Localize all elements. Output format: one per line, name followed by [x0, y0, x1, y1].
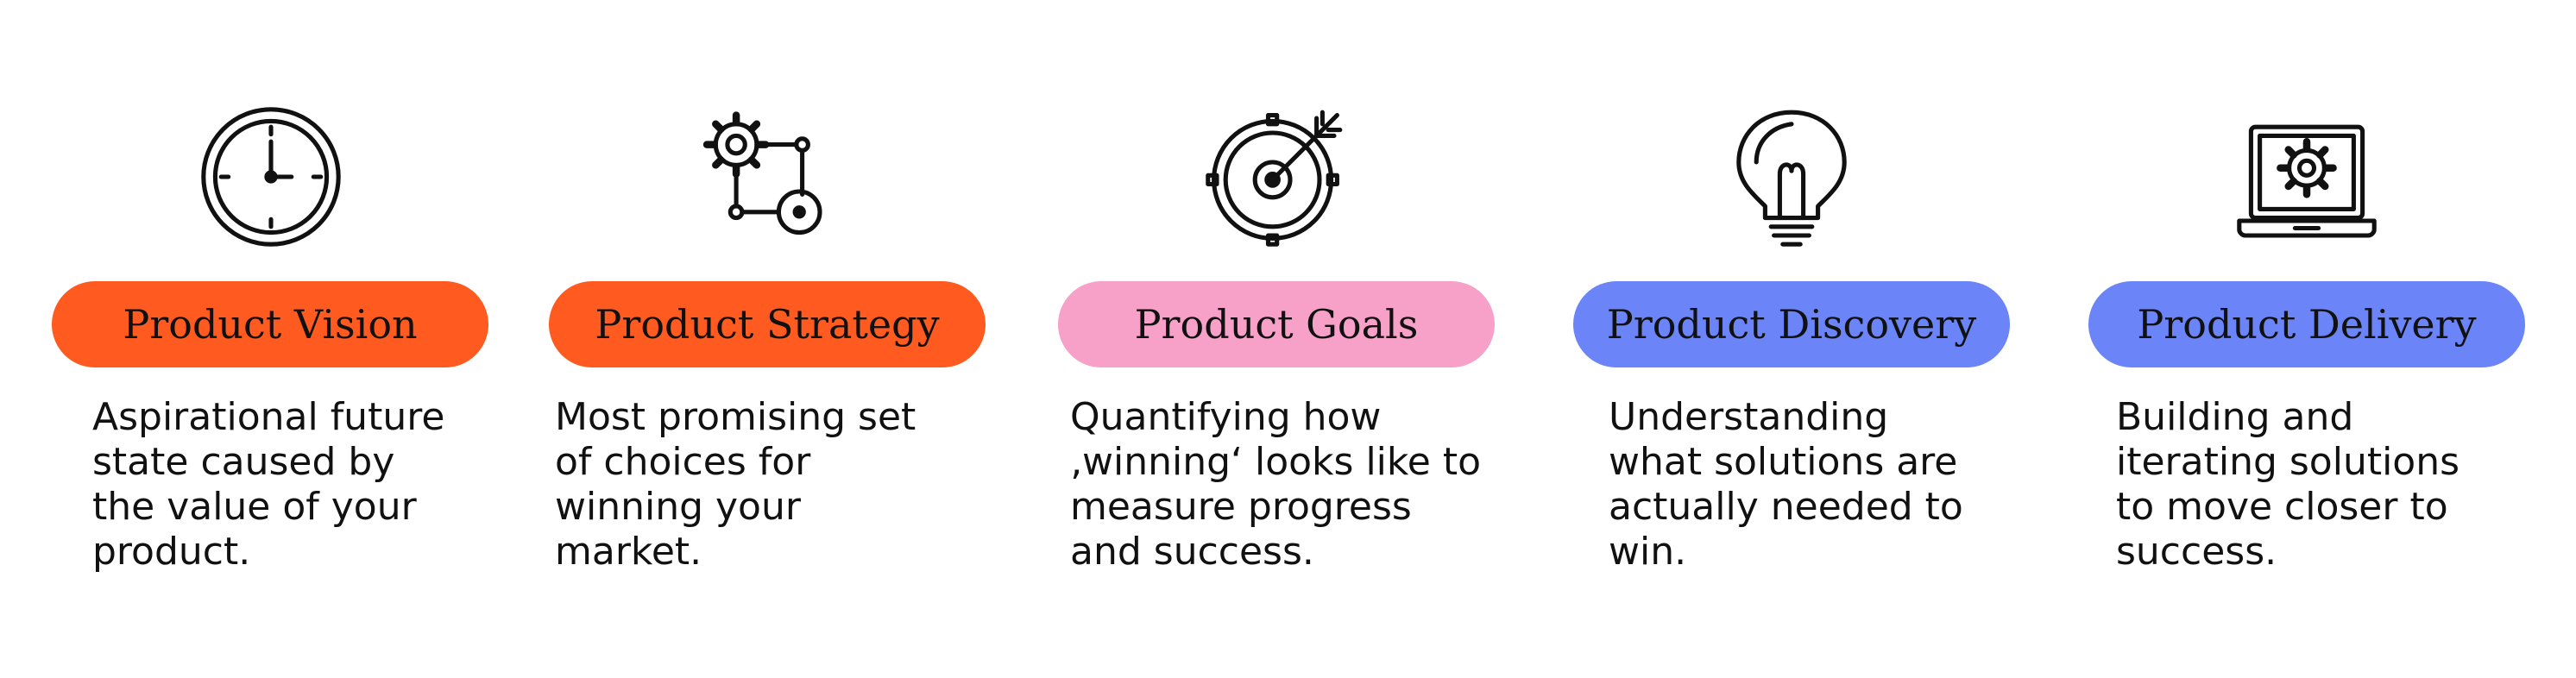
pill-product-delivery: Product Delivery: [2088, 281, 2525, 367]
description-line: and success.: [1070, 530, 1314, 574]
description-line: Building and: [2116, 395, 2354, 439]
description-line: state caused by: [92, 440, 395, 484]
pill-product-goals: Product Goals: [1058, 281, 1495, 367]
laptop-gear-icon: [2233, 104, 2380, 250]
pill-product-strategy: Product Strategy: [549, 281, 986, 367]
description-line: iterating solutions: [2116, 440, 2460, 484]
description-line: to move closer to: [2116, 485, 2448, 529]
description-line: win.: [1609, 530, 1687, 574]
description-product-vision: Aspirational future state caused by the …: [92, 395, 444, 574]
description-line: Most promising set: [555, 395, 916, 439]
description-line: market.: [555, 530, 702, 574]
description-product-strategy: Most promising set of choices for winnin…: [555, 395, 916, 574]
description-line: Understanding: [1609, 395, 1889, 439]
description-line: the value of your: [92, 485, 417, 529]
description-line: measure progress: [1070, 485, 1412, 529]
description-line: actually needed to: [1609, 485, 1963, 529]
description-line: ‚winning‘ looks like to: [1070, 440, 1482, 484]
description-product-discovery: Understanding what solutions are actuall…: [1609, 395, 1963, 574]
target-icon: [1202, 104, 1349, 250]
description-line: what solutions are: [1609, 440, 1958, 484]
description-line: Aspirational future: [92, 395, 445, 439]
description-line: product.: [92, 530, 251, 574]
description-product-delivery: Building and iterating solutions to move…: [2116, 395, 2459, 574]
description-line: success.: [2116, 530, 2277, 574]
pill-product-discovery: Product Discovery: [1573, 281, 2010, 367]
lightbulb-icon: [1718, 104, 1865, 250]
description-line: of choices for: [555, 440, 811, 484]
description-product-goals: Quantifying how ‚winning‘ looks like to …: [1070, 395, 1481, 574]
clock-icon: [198, 104, 344, 250]
pill-product-vision: Product Vision: [52, 281, 488, 367]
description-line: Quantifying how: [1070, 395, 1382, 439]
description-line: winning your: [555, 485, 801, 529]
gear-network-icon: [688, 104, 835, 250]
